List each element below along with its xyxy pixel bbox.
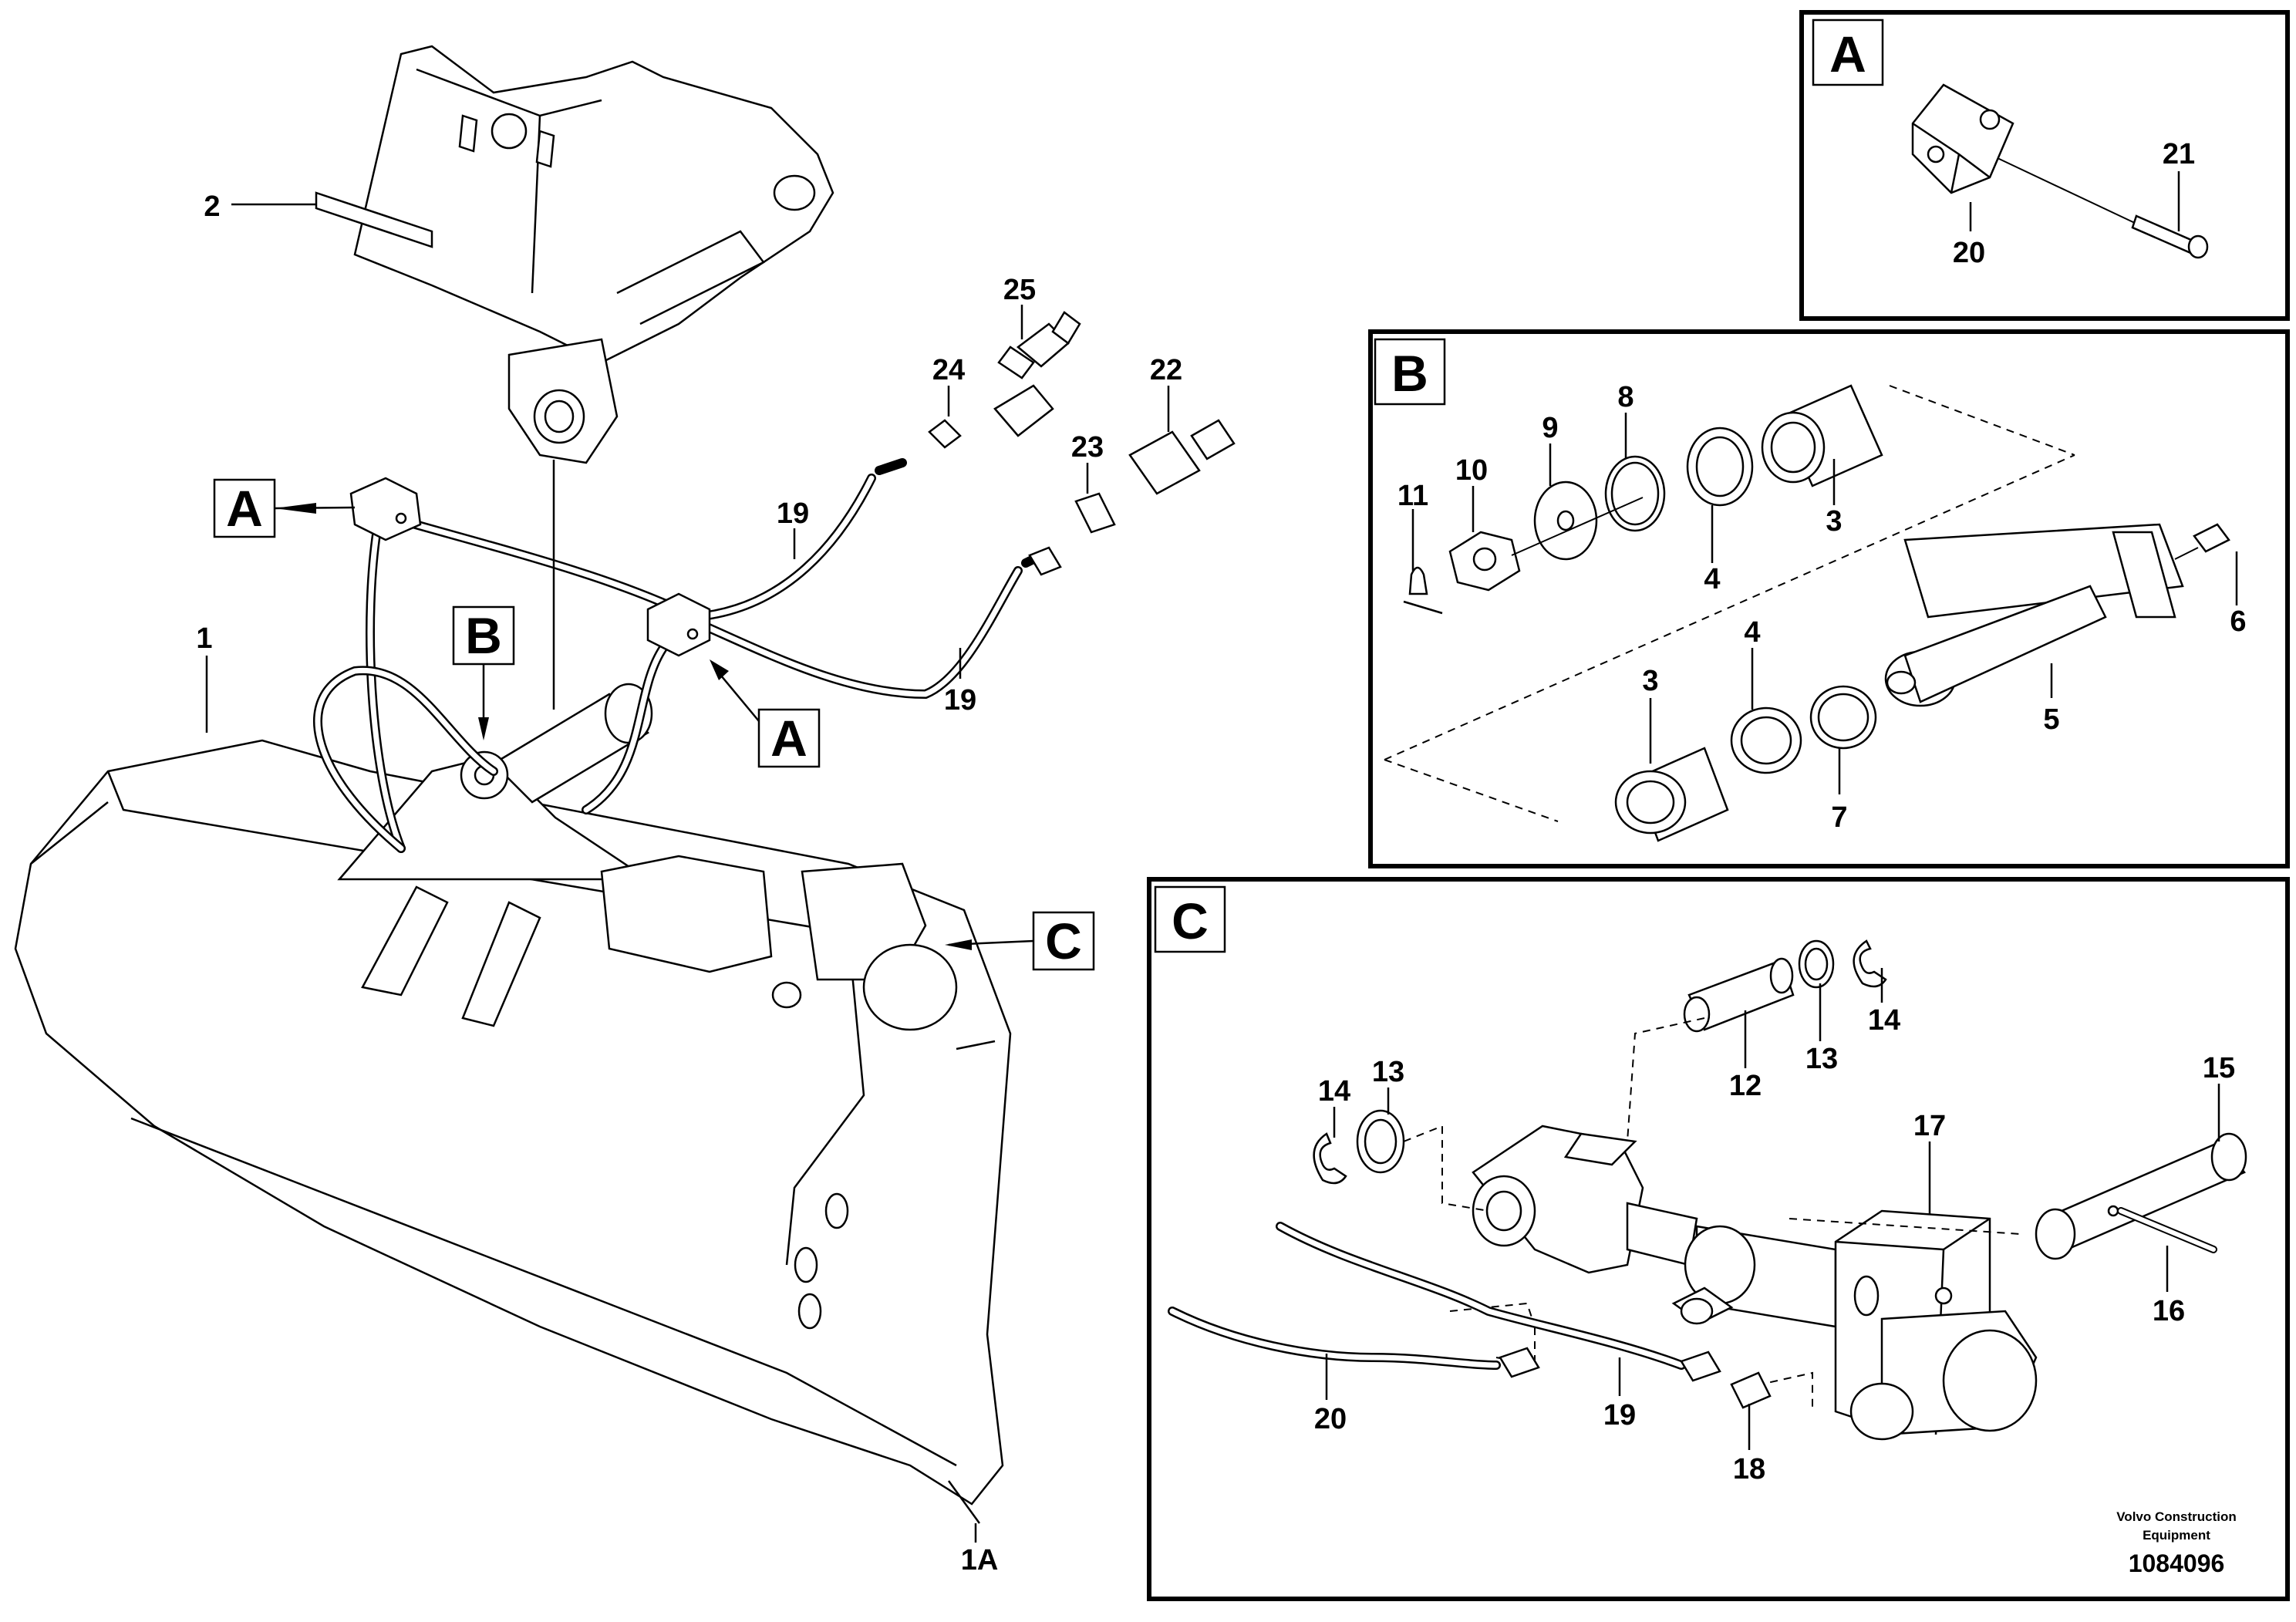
callout-9: 9: [1542, 412, 1558, 444]
view-marker-a-upper: A: [226, 480, 263, 537]
callout-12: 12: [1729, 1070, 1762, 1102]
callout-1a: 1A: [961, 1544, 999, 1576]
detail-a-title: A: [1829, 25, 1866, 83]
detail-a-panel: A 21 20: [1799, 10, 2290, 321]
callout-3-lower: 3: [1642, 665, 1658, 697]
main-leaders: [205, 203, 1170, 1543]
callout-13-right: 13: [1805, 1043, 1838, 1075]
detail-b-panel: B: [1368, 329, 2290, 868]
detail-c-title: C: [1172, 892, 1209, 949]
callout-19-upper: 19: [777, 497, 809, 530]
callout-5: 5: [2043, 703, 2059, 736]
callout-23: 23: [1071, 431, 1104, 464]
callout-6: 6: [2230, 605, 2246, 638]
callout-19-lower: 19: [944, 684, 976, 717]
callout-4-upper: 4: [1704, 563, 1720, 595]
callout-17: 17: [1913, 1110, 1946, 1142]
detail-c-panel: C: [1147, 877, 2290, 1601]
bucket: [14, 739, 1012, 1524]
detail-b-title: B: [1391, 345, 1428, 402]
callout-18: 18: [1733, 1453, 1765, 1485]
callout-14-left: 14: [1318, 1075, 1350, 1108]
callout-15: 15: [2203, 1052, 2235, 1084]
callout-10: 10: [1455, 454, 1488, 487]
callout-3-upper: 3: [1826, 505, 1842, 538]
callout-20-detail-c: 20: [1314, 1403, 1347, 1435]
callout-16: 16: [2153, 1295, 2185, 1327]
callout-25: 25: [1003, 274, 1036, 306]
quick-coupler: [315, 45, 834, 464]
callout-24: 24: [932, 354, 965, 386]
callout-19-detail-c: 19: [1603, 1399, 1636, 1431]
tilt-cylinder: [460, 683, 958, 1031]
callout-22: 22: [1150, 354, 1182, 386]
callout-4-lower: 4: [1744, 616, 1760, 649]
view-markers: [213, 478, 1095, 971]
view-marker-b: B: [465, 607, 502, 664]
callout-13-left: 13: [1372, 1056, 1404, 1088]
main-view: A B A C 2 25 24 22 23 19 19 1 1A: [14, 45, 1236, 1576]
callout-11: 11: [1397, 480, 1428, 512]
callout-2: 2: [204, 191, 220, 223]
view-marker-a-lower: A: [770, 710, 807, 767]
company-name-line1: Volvo Construction: [2116, 1509, 2237, 1524]
fittings: [928, 311, 1236, 576]
callout-21: 21: [2163, 138, 2195, 170]
hose-clamps: [349, 477, 711, 657]
callout-14-right: 14: [1868, 1004, 1900, 1037]
callout-8: 8: [1617, 381, 1633, 413]
callout-7: 7: [1831, 801, 1847, 834]
callout-20-detail-a: 20: [1953, 237, 1985, 269]
company-name-line2: Equipment: [2143, 1528, 2210, 1543]
view-marker-c: C: [1045, 912, 1082, 969]
callout-1: 1: [196, 622, 212, 655]
drawing-number: 1084096: [2129, 1549, 2225, 1577]
